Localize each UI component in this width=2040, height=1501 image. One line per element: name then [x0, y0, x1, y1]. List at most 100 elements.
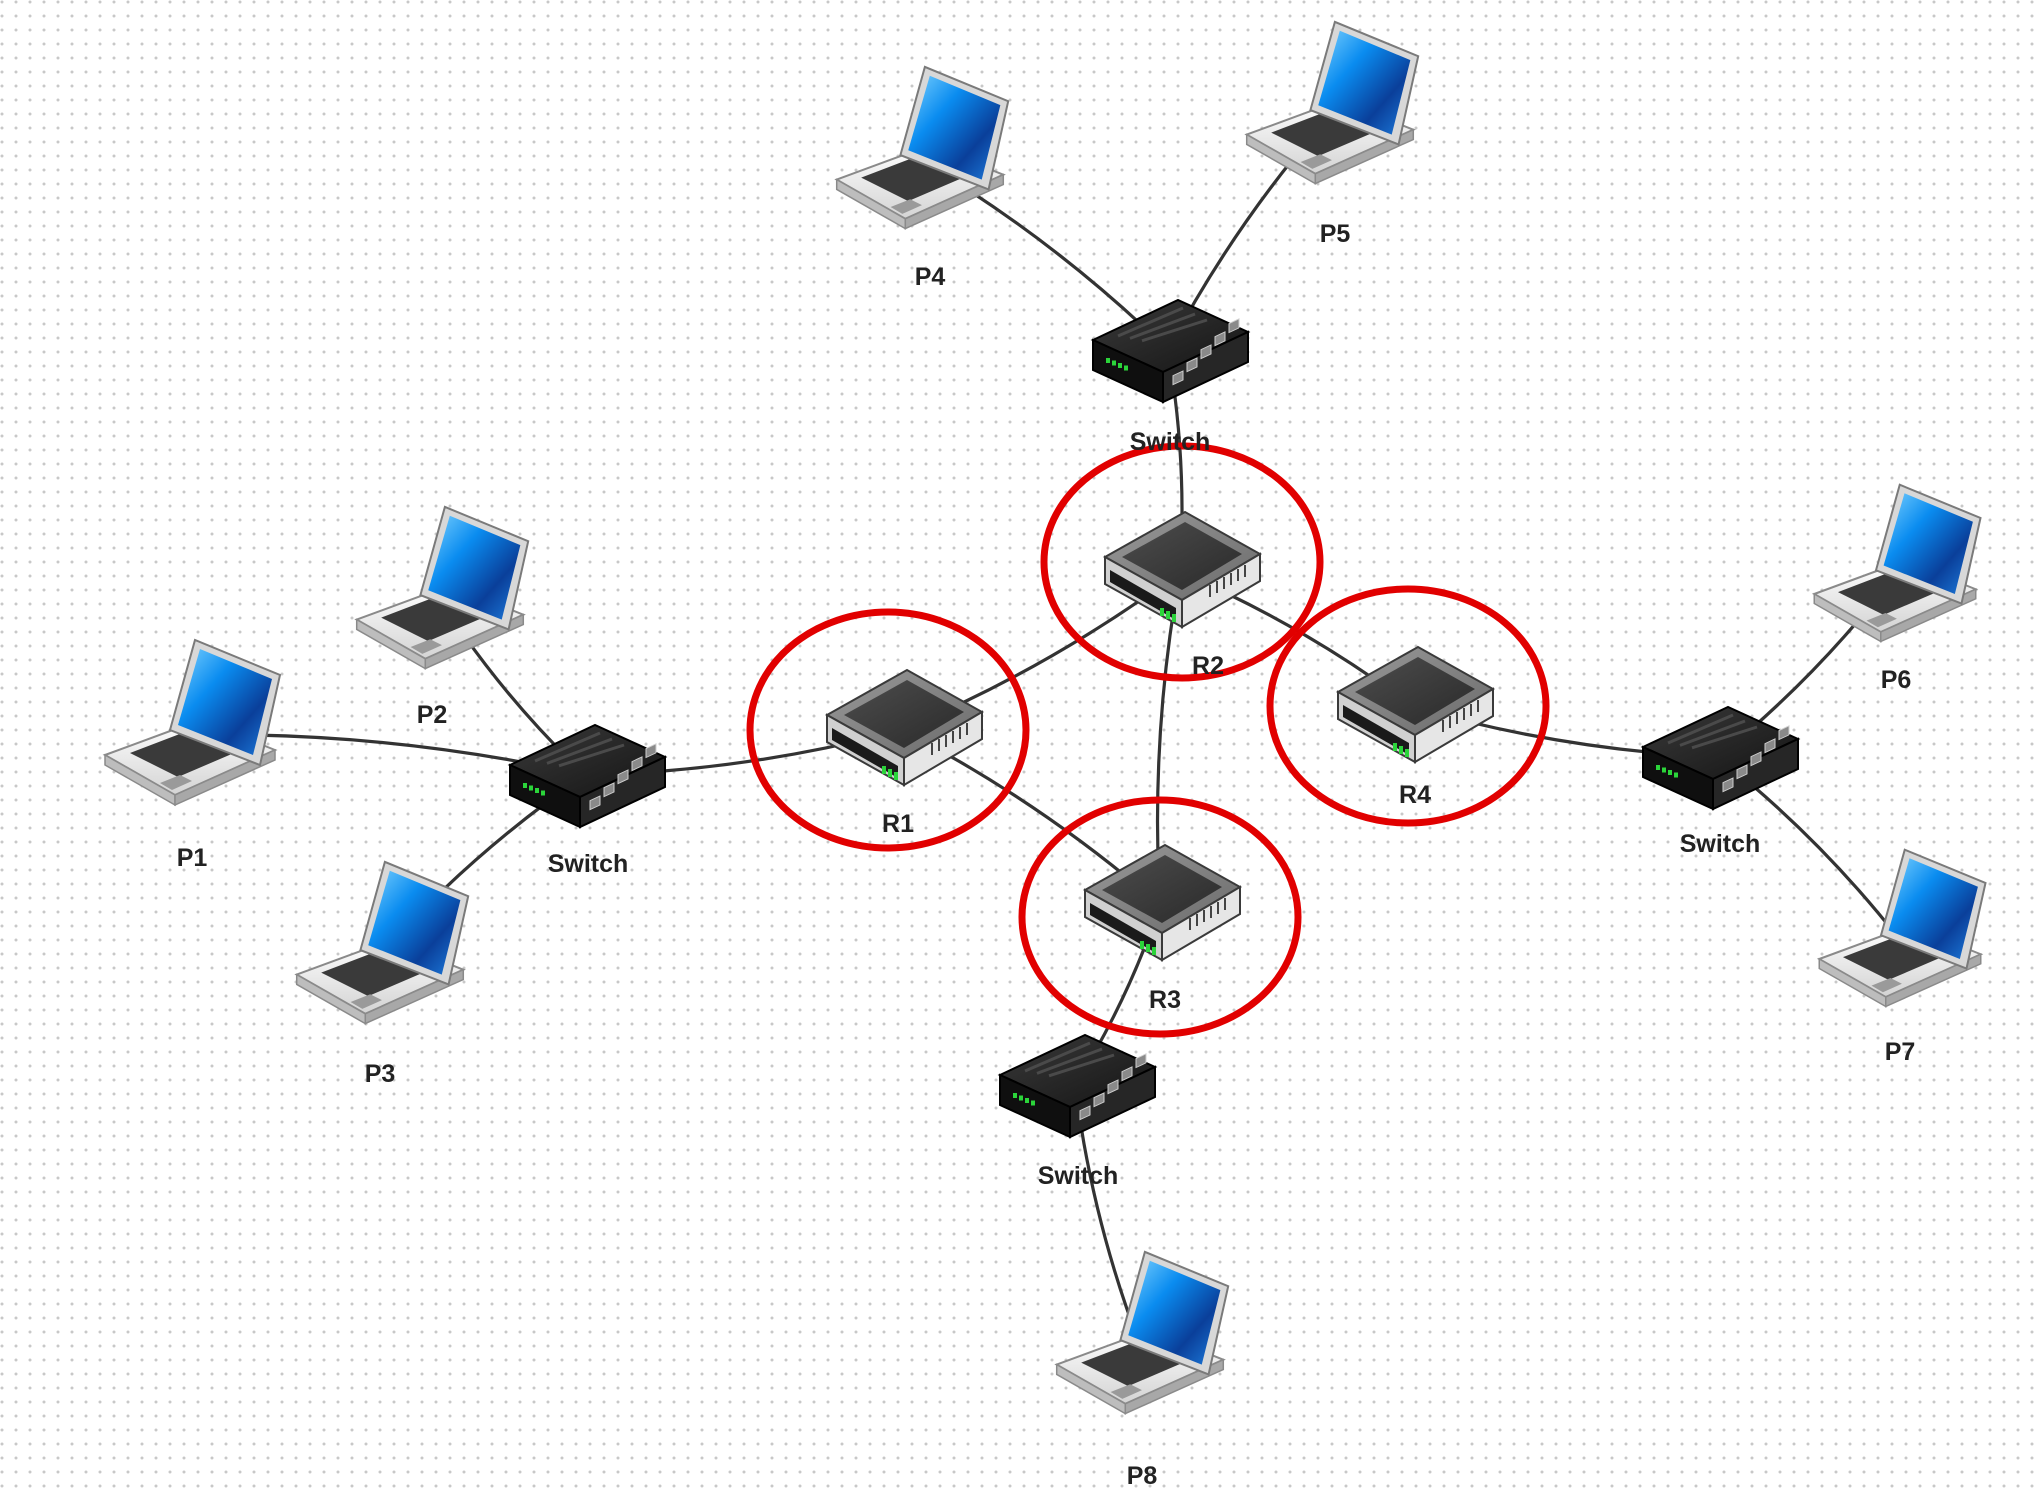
router-led [1172, 614, 1176, 622]
laptop-screen [368, 870, 461, 975]
label-p1: P1 [177, 844, 208, 872]
switch-led [1124, 365, 1128, 371]
laptop-screen [1318, 30, 1411, 135]
router-top-inner [1355, 657, 1475, 725]
label-p8: P8 [1127, 1462, 1158, 1490]
router-front-panel [1090, 903, 1156, 953]
laptop-touchpad [350, 994, 382, 1009]
switch-led [1662, 767, 1666, 773]
laptop-touchpad [1110, 1384, 1142, 1399]
switch-switch-right[interactable] [1640, 705, 1801, 811]
router-led [1140, 941, 1144, 949]
laptop-base-side [174, 748, 276, 807]
switch-stripe [1691, 725, 1758, 750]
switch-port [1228, 318, 1240, 334]
highlight-circle-r3 [1018, 796, 1302, 1038]
switch-side [579, 755, 666, 829]
router-r4[interactable] [1335, 645, 1496, 764]
router-front-panel [1110, 570, 1176, 620]
switch-led [1025, 1098, 1029, 1103]
switch-led [535, 788, 539, 793]
label-switch-top: Switch [1130, 428, 1211, 456]
laptop-touchpad [890, 199, 922, 214]
switch-stripe [1048, 1053, 1115, 1078]
switch-port [1135, 1053, 1147, 1069]
laptop-touchpad [1871, 978, 1902, 993]
label-p2: P2 [417, 701, 448, 729]
switch-led [1019, 1095, 1023, 1101]
laptop-screen [1883, 493, 1973, 594]
laptop-p8[interactable] [1054, 1250, 1230, 1415]
switch-stripe [534, 731, 601, 763]
laptop-p7[interactable] [1816, 848, 1987, 1008]
router-top-inner [1122, 522, 1242, 590]
router-r1[interactable] [824, 668, 985, 787]
laptop-screen [1128, 1260, 1221, 1365]
label-switch-right: Switch [1680, 830, 1761, 858]
label-p5: P5 [1320, 220, 1351, 248]
switch-switch-bottom[interactable] [997, 1033, 1158, 1139]
label-p4: P4 [915, 263, 946, 291]
switch-port [631, 756, 643, 772]
label-switch-left: Switch [548, 850, 629, 878]
switch-port [1736, 764, 1748, 780]
highlight-circle-r4 [1266, 585, 1550, 827]
laptop-p6[interactable] [1811, 483, 1982, 643]
laptop-screen [908, 75, 1001, 180]
switch-port [1093, 1092, 1105, 1108]
laptop-base-side [1124, 1358, 1225, 1415]
laptop-p5[interactable] [1244, 20, 1420, 185]
label-r1: R1 [882, 810, 914, 838]
router-led [1146, 944, 1150, 952]
switch-switch-top[interactable] [1090, 298, 1251, 404]
router-led [894, 772, 898, 780]
laptop-screen [178, 649, 272, 755]
router-led [882, 766, 886, 774]
laptop-base-side [364, 968, 465, 1025]
switch-side [1069, 1065, 1156, 1139]
switch-stripe [1129, 312, 1196, 340]
label-r3: R3 [1149, 986, 1181, 1014]
laptop-touchpad [410, 639, 442, 654]
label-r4: R4 [1399, 781, 1431, 809]
switch-led [1118, 363, 1122, 368]
switch-port [1121, 1066, 1133, 1082]
switch-port [1750, 751, 1762, 767]
router-r2[interactable] [1102, 510, 1263, 629]
laptop-p1[interactable] [102, 638, 282, 807]
router-led [1160, 608, 1164, 616]
switch-led [1668, 770, 1672, 775]
highlight-circle-r1 [746, 608, 1030, 852]
label-switch-bottom: Switch [1038, 1162, 1119, 1190]
switch-led [1031, 1100, 1035, 1106]
router-led [1393, 743, 1397, 751]
switch-stripe [1024, 1041, 1091, 1073]
switch-port [1214, 331, 1226, 347]
laptop-base-side [1885, 953, 1982, 1008]
switch-stripe [558, 743, 625, 768]
switch-led [1656, 765, 1660, 770]
switch-port [1200, 344, 1212, 360]
switch-port [1764, 738, 1776, 754]
laptop-p3[interactable] [294, 860, 470, 1025]
switch-port [1079, 1105, 1091, 1121]
laptop-screen [1888, 858, 1978, 959]
laptop-touchpad [160, 775, 192, 790]
switch-led [523, 783, 527, 788]
label-p3: P3 [365, 1060, 396, 1088]
laptop-p2[interactable] [354, 505, 530, 670]
switch-switch-left[interactable] [507, 723, 668, 829]
switch-port [589, 795, 601, 811]
router-r3[interactable] [1082, 843, 1243, 962]
switch-port [1186, 357, 1198, 373]
switch-stripe [1667, 713, 1734, 745]
switch-led [1674, 772, 1678, 778]
router-led [888, 769, 892, 777]
router-side [1161, 885, 1241, 962]
laptop-p4[interactable] [834, 65, 1010, 230]
laptop-touchpad [1300, 154, 1332, 169]
switch-side [1712, 737, 1799, 811]
switch-stripe [1141, 318, 1208, 343]
router-side [1181, 552, 1261, 629]
switch-port [1778, 725, 1790, 741]
